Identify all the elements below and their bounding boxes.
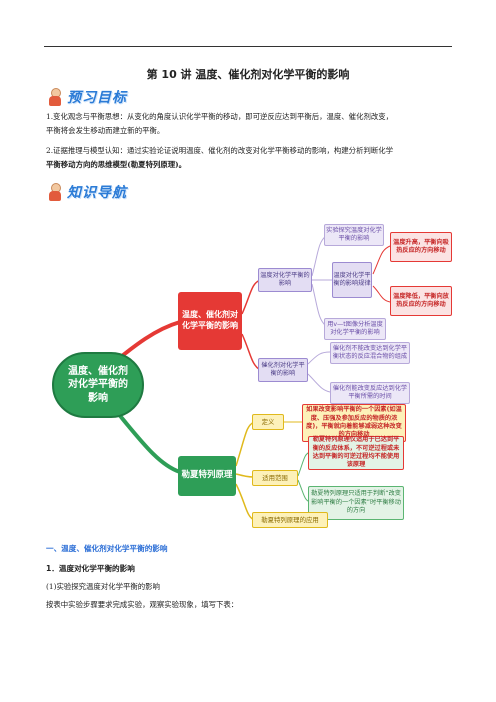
- node-catalyst: 催化剂对化学平衡的影响: [258, 358, 308, 382]
- node-experiment: 实验探究温度对化学平衡的影响: [324, 224, 384, 246]
- heading-section-1: 一、温度、催化剂对化学平衡的影响: [46, 544, 168, 553]
- node-temperature: 温度对化学平衡的影响: [258, 268, 312, 292]
- badge-label: 预习目标: [67, 90, 127, 106]
- badge-knowledge-nav: 知识导航: [46, 183, 127, 201]
- student-icon: [46, 183, 64, 201]
- instruction-text: 按表中实验步骤要求完成实验，观察实验现象，填写下表：: [46, 600, 239, 609]
- node-temp-down: 温度降低，平衡向放热反应的方向移动: [390, 286, 452, 316]
- node-scope: 适用范围: [252, 470, 298, 486]
- node-temp-up: 温度升高，平衡向吸热反应的方向移动: [390, 232, 452, 262]
- badge-label: 知识导航: [67, 185, 127, 201]
- node-definition: 定义: [252, 414, 284, 430]
- node-application: 勒夏特列原理的应用: [252, 512, 328, 528]
- node-catalyst-2: 催化剂能改变反应达到化学平衡所需的时间: [330, 382, 410, 404]
- node-definition-text: 如果改变影响平衡的一个因素(如温度、压强及参加反应的物质的浓度)，平衡就向着能够…: [302, 404, 406, 442]
- badge-preview-goals: 预习目标: [46, 88, 127, 106]
- node-scope-1: 勒夏特列原理仅适用于已达到平衡的反应体系，不可逆过程或未达到平衡的可逆过程均不能…: [308, 436, 404, 470]
- center-node: 温度、催化剂对化学平衡的影响: [52, 352, 144, 418]
- sub-heading-experiment: (1)实验探究温度对化学平衡的影响: [46, 582, 160, 591]
- heading-temperature: 1．温度对化学平衡的影响: [46, 564, 135, 573]
- goal-2-line-1: 2.证据推理与模型认知：通过实验论证说明温度、催化剂的改变对化学平衡移动的影响，…: [46, 146, 394, 155]
- student-icon: [46, 88, 64, 106]
- mind-map: 温度、催化剂对化学平衡的影响 温度、催化剂对化学平衡的影响 温度对化学平衡的影响…: [46, 204, 456, 534]
- node-vt-graph: 用v—t图像分析温度对化学平衡的影响: [324, 318, 386, 340]
- node-catalyst-1: 催化剂不能改变达到化学平衡状态的反应混合物的组成: [330, 342, 410, 364]
- goal-2-line-2: 平衡移动方向的思维模型(勒夏特列原理)。: [46, 160, 187, 169]
- header-rule: [44, 46, 452, 47]
- goal-1-line-1: 1.变化观念与平衡思想：从变化的角度认识化学平衡的移动，即可逆反应达到平衡后，温…: [46, 112, 394, 121]
- branch-temp-catalyst: 温度、催化剂对化学平衡的影响: [178, 292, 242, 350]
- goal-1: 1.变化观念与平衡思想：从变化的角度认识化学平衡的移动，即可逆反应达到平衡后，温…: [46, 110, 454, 138]
- goal-2: 2.证据推理与模型认知：通过实验论证说明温度、催化剂的改变对化学平衡移动的影响，…: [46, 144, 454, 172]
- node-temperature-rule: 温度对化学平衡的影响规律: [332, 262, 372, 298]
- goal-1-line-2: 平衡将会发生移动而建立新的平衡。: [46, 126, 165, 135]
- branch-le-chatelier: 勒夏特列原理: [178, 456, 236, 496]
- page-title: 第 10 讲 温度、催化剂对化学平衡的影响: [146, 68, 350, 81]
